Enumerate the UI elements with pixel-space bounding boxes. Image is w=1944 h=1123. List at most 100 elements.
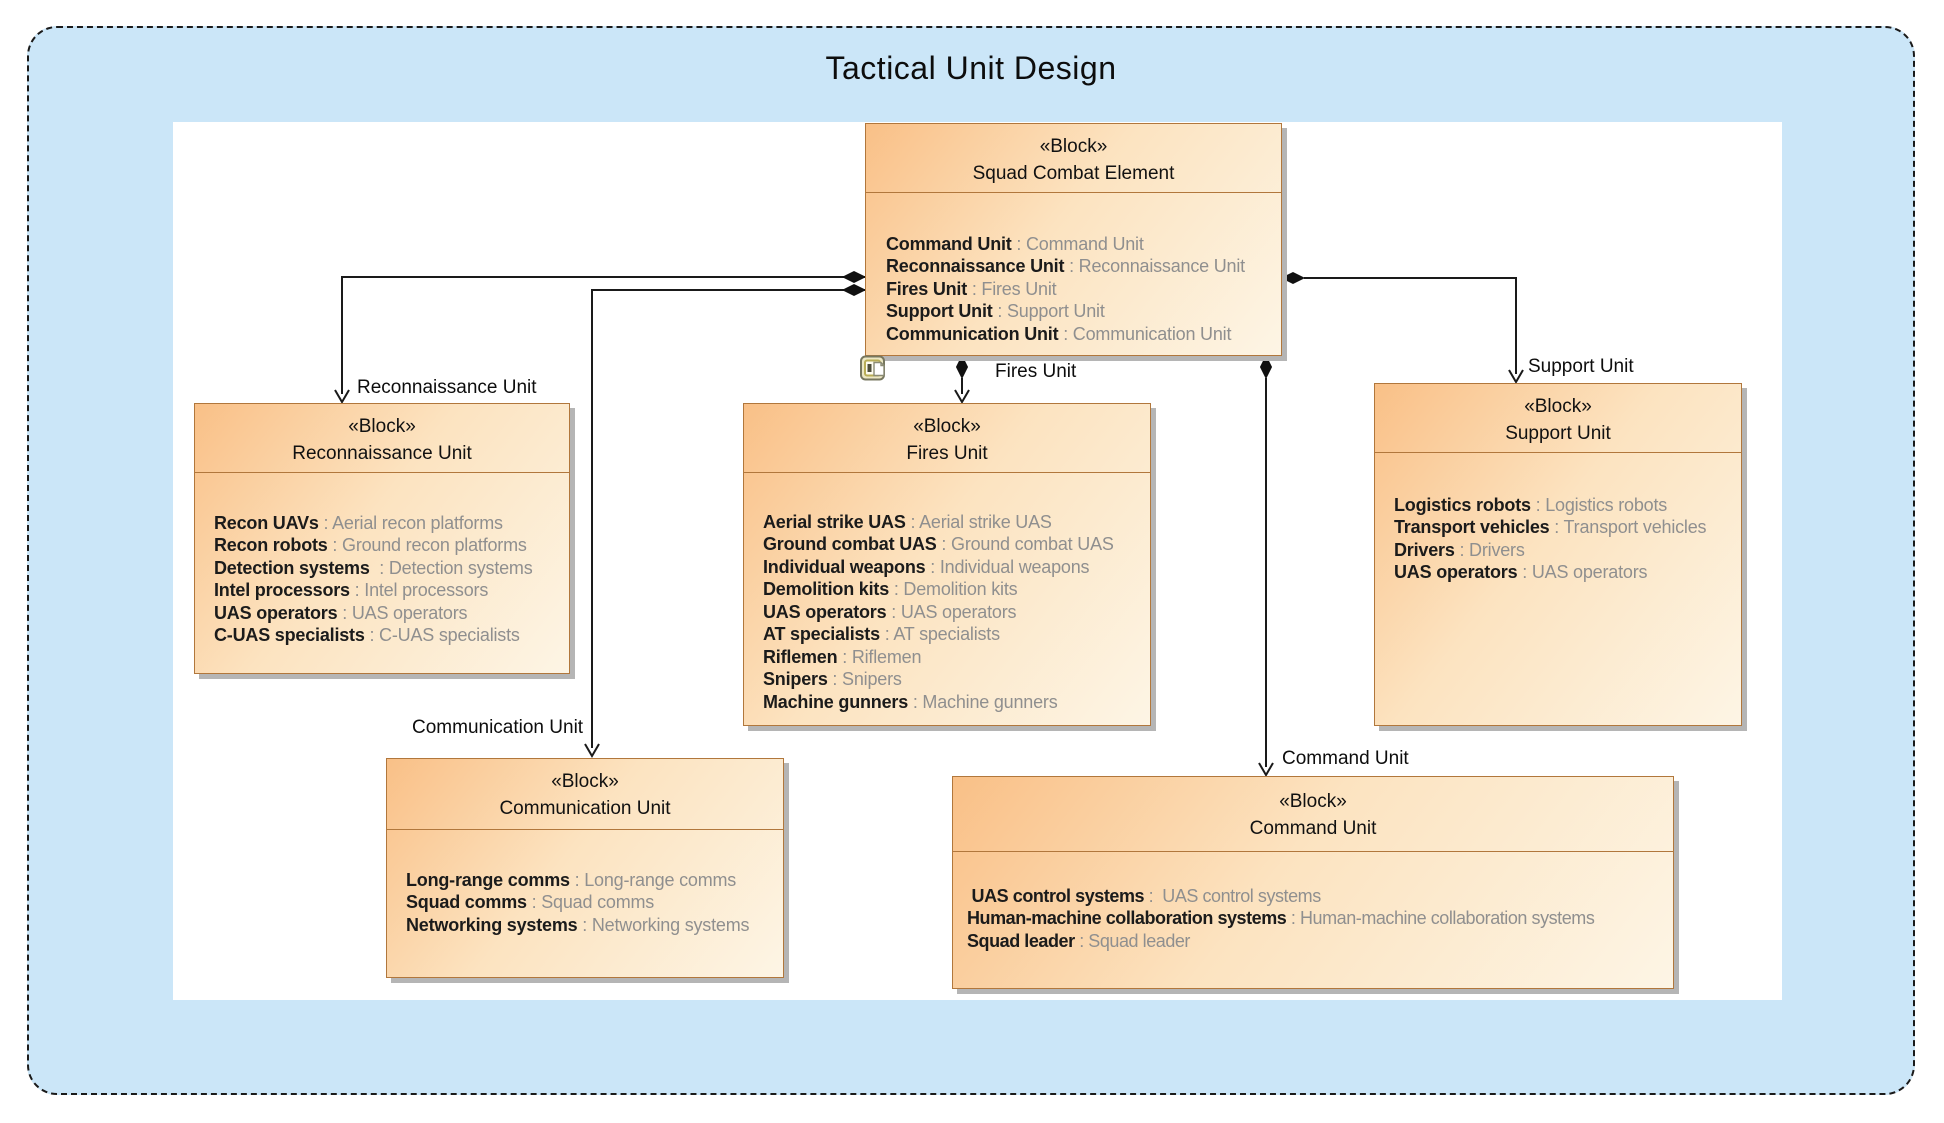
block-header: «Block» Command Unit bbox=[953, 777, 1673, 852]
attribute-name: Transport vehicles bbox=[1394, 517, 1550, 537]
attribute-row: Squad comms : Squad comms bbox=[406, 891, 777, 914]
attribute-value: : AT specialists bbox=[879, 624, 1000, 644]
attribute-name: AT specialists bbox=[763, 624, 880, 644]
attribute-name: Riflemen bbox=[763, 646, 838, 667]
attribute-name: Recon robots bbox=[214, 535, 328, 555]
attribute-value: : Fires Unit bbox=[967, 278, 1057, 299]
attribute-name: Demolition kits bbox=[763, 579, 890, 599]
attribute-value: : Squad leader bbox=[1074, 930, 1190, 951]
attribute-row: Squad leader : Squad leader bbox=[967, 930, 1667, 953]
attribute-value: : Demolition kits bbox=[889, 579, 1018, 599]
attribute-name: UAS operators bbox=[214, 602, 338, 623]
block-reconnaissance-unit[interactable]: «Block» Reconnaissance Unit Recon UAVs :… bbox=[194, 403, 570, 674]
stereotype-label: «Block» bbox=[1524, 396, 1592, 417]
attribute-value: : Snipers bbox=[827, 669, 902, 689]
attribute-row: Transport vehicles : Transport vehicles bbox=[1394, 516, 1735, 539]
attribute-name: UAS operators bbox=[763, 601, 887, 622]
block-name: Support Unit bbox=[1505, 423, 1611, 444]
attribute-name: Communication Unit bbox=[886, 323, 1059, 344]
stereotype-label: «Block» bbox=[348, 416, 416, 437]
connector-label-communication-unit: Communication Unit bbox=[412, 717, 584, 738]
block-header: «Block» Reconnaissance Unit bbox=[195, 404, 569, 473]
connector-label-fires-unit: Fires Unit bbox=[995, 361, 1077, 382]
block-header: «Block» Support Unit bbox=[1375, 384, 1741, 453]
attribute-value: : Squad comms bbox=[526, 892, 655, 912]
attribute-name: Command Unit bbox=[886, 233, 1012, 254]
block-name: Command Unit bbox=[1249, 818, 1377, 839]
attribute-name: Individual weapons bbox=[763, 556, 926, 577]
attribute-name: Drivers bbox=[1394, 539, 1455, 560]
stereotype-label: «Block» bbox=[551, 771, 619, 792]
block-support-unit[interactable]: «Block» Support Unit Logistics robots : … bbox=[1374, 383, 1742, 726]
attribute-row: UAS control systems : UAS control system… bbox=[967, 885, 1667, 908]
attribute-value: : Aerial recon platforms bbox=[318, 512, 503, 533]
attribute-name: Recon UAVs bbox=[214, 512, 319, 533]
attribute-value: : Intel processors bbox=[349, 580, 489, 600]
block-header: «Block» Fires Unit bbox=[744, 404, 1150, 473]
attribute-row: Snipers : Snipers bbox=[763, 668, 1144, 691]
attribute-name: Machine gunners bbox=[763, 691, 909, 712]
attribute-name: UAS operators bbox=[1394, 562, 1518, 582]
stereotype-label: «Block» bbox=[1279, 791, 1347, 812]
attribute-name: Snipers bbox=[763, 669, 828, 689]
attribute-value: : Command Unit bbox=[1011, 233, 1144, 254]
block-fires-unit[interactable]: «Block» Fires Unit Aerial strike UAS : A… bbox=[743, 403, 1151, 726]
attribute-row: C-UAS specialists : C-UAS specialists bbox=[214, 624, 563, 647]
block-name: Communication Unit bbox=[499, 798, 671, 819]
attribute-name: UAS control systems bbox=[967, 885, 1145, 906]
attribute-value: : UAS operators bbox=[1517, 562, 1648, 582]
attribute-row: Aerial strike UAS : Aerial strike UAS bbox=[763, 511, 1144, 534]
attribute-value: : UAS operators bbox=[337, 602, 468, 623]
connector-label-support-unit: Support Unit bbox=[1528, 356, 1634, 377]
block-header: «Block» Squad Combat Element bbox=[866, 124, 1281, 193]
attribute-row: Logistics robots : Logistics robots bbox=[1394, 494, 1735, 517]
attribute-row: Intel processors : Intel processors bbox=[214, 579, 563, 602]
attribute-row: Demolition kits : Demolition kits bbox=[763, 578, 1144, 601]
attribute-value: : Transport vehicles bbox=[1549, 517, 1707, 537]
attribute-name: Long-range comms bbox=[406, 869, 570, 890]
stereotype-label: «Block» bbox=[1039, 136, 1108, 157]
attribute-name: Ground combat UAS bbox=[763, 534, 937, 554]
attribute-value: : Riflemen bbox=[837, 646, 922, 667]
attribute-name: C-UAS specialists bbox=[214, 625, 365, 645]
block-command-unit[interactable]: «Block» Command Unit UAS control systems… bbox=[952, 776, 1674, 989]
attribute-value: : Machine gunners bbox=[908, 691, 1058, 712]
connector-label-command-unit: Command Unit bbox=[1282, 748, 1409, 769]
attribute-row: Recon UAVs : Aerial recon platforms bbox=[214, 512, 563, 535]
attribute-value: : C-UAS specialists bbox=[364, 625, 520, 645]
attribute-name: Squad leader bbox=[967, 930, 1075, 951]
attribute-value: : Support Unit bbox=[992, 301, 1105, 321]
diagram-title: Tactical Unit Design bbox=[825, 50, 1117, 86]
block-name: Fires Unit bbox=[906, 443, 988, 464]
attribute-row: Command Unit : Command Unit bbox=[886, 233, 1275, 256]
attribute-value: : Communication Unit bbox=[1058, 323, 1232, 344]
attribute-name: Support Unit bbox=[886, 301, 993, 321]
connector-label-reconnaissance-unit: Reconnaissance Unit bbox=[357, 377, 537, 398]
attribute-value: : UAS control systems bbox=[1144, 885, 1322, 906]
block-name: Squad Combat Element bbox=[972, 163, 1175, 184]
attribute-row: Long-range comms : Long-range comms bbox=[406, 869, 777, 892]
attribute-value: : Networking systems bbox=[577, 914, 750, 935]
attribute-row: UAS operators : UAS operators bbox=[763, 601, 1144, 624]
attribute-row: Support Unit : Support Unit bbox=[886, 300, 1275, 323]
block-name: Reconnaissance Unit bbox=[292, 443, 472, 464]
attached-diagram-icon[interactable] bbox=[860, 355, 888, 381]
attribute-name: Reconnaissance Unit bbox=[886, 256, 1065, 276]
attribute-value: : Ground recon platforms bbox=[327, 535, 527, 555]
attribute-value: : UAS operators bbox=[886, 601, 1017, 622]
attribute-value: : Long-range comms bbox=[569, 869, 737, 890]
attribute-name: Human-machine collaboration systems bbox=[967, 908, 1287, 928]
attribute-name: Squad comms bbox=[406, 892, 527, 912]
stereotype-label: «Block» bbox=[913, 416, 981, 437]
block-squad-combat-element[interactable]: «Block» Squad Combat Element Command Uni… bbox=[865, 123, 1282, 356]
attribute-row: Networking systems : Networking systems bbox=[406, 914, 777, 937]
attribute-value: : Ground combat UAS bbox=[936, 534, 1114, 554]
attribute-row: Human-machine collaboration systems : Hu… bbox=[967, 907, 1667, 930]
attribute-row: Fires Unit : Fires Unit bbox=[886, 278, 1275, 301]
block-communication-unit[interactable]: «Block» Communication Unit Long-range co… bbox=[386, 758, 784, 978]
